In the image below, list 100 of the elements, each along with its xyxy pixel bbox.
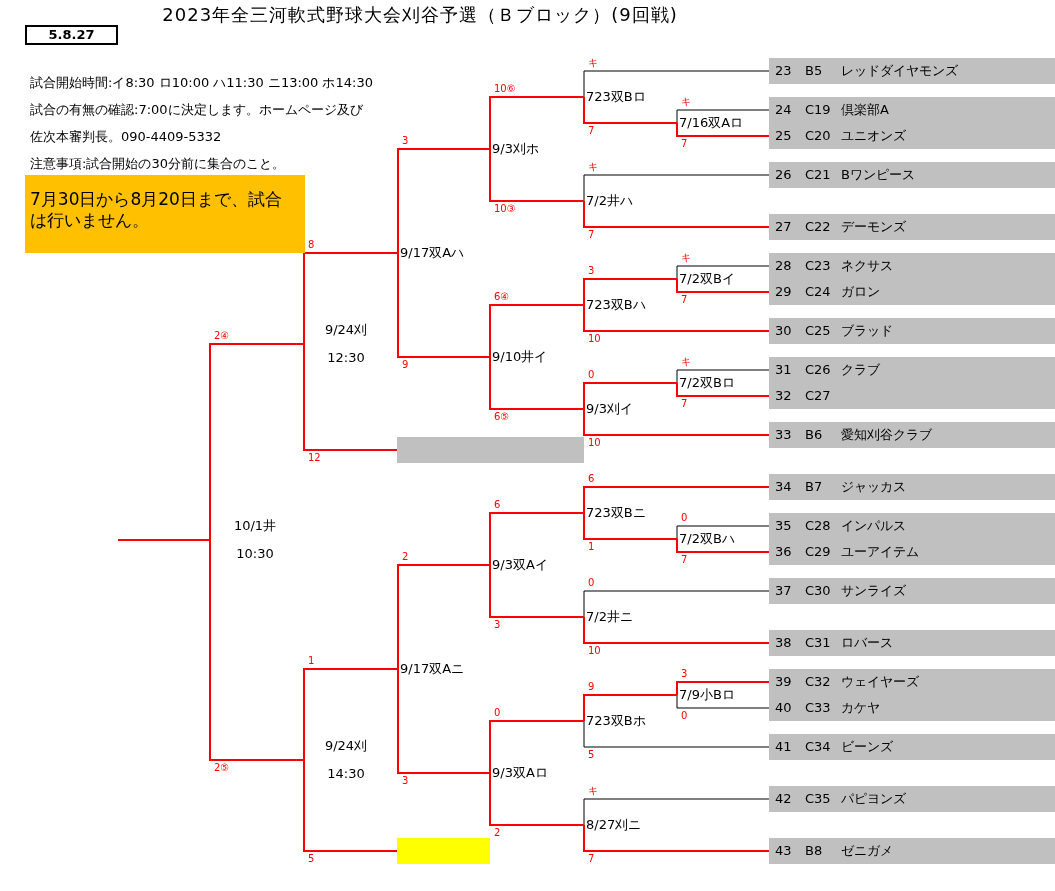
entry-number: 43 bbox=[775, 842, 792, 860]
title: 2023年全三河軟式野球大会刈谷予選（Ｂブロック）(9回戦) bbox=[161, 3, 679, 27]
score-label: 10③ bbox=[493, 204, 517, 214]
match-label: 7/2井ニ bbox=[584, 608, 633, 626]
team-name: サンライズ bbox=[841, 582, 906, 600]
entry-number: 28 bbox=[775, 257, 792, 275]
team-row bbox=[769, 123, 1055, 149]
team-name: 倶楽部A bbox=[841, 101, 889, 119]
match-label: 7/2双Bロ bbox=[677, 374, 735, 392]
score-label: 3 bbox=[493, 620, 502, 630]
match-label: 7/2双Bイ bbox=[677, 270, 735, 288]
score-label: キ bbox=[587, 162, 599, 172]
team-row bbox=[769, 253, 1055, 279]
team-code: C35 bbox=[805, 790, 831, 808]
team-name: デーモンズ bbox=[841, 218, 906, 236]
score-label: 9 bbox=[401, 360, 410, 370]
score-label: 7 bbox=[680, 139, 689, 149]
team-code: B7 bbox=[805, 478, 823, 496]
match-label: 723双Bニ bbox=[584, 504, 646, 522]
match-label: 7/2双Bハ bbox=[677, 530, 735, 548]
team-row bbox=[769, 539, 1055, 565]
team-row bbox=[769, 630, 1055, 656]
match-date: 9/24刈 bbox=[323, 737, 369, 755]
bracket-line bbox=[209, 539, 305, 761]
team-name: Bワンピース bbox=[841, 166, 915, 184]
score-label: 2④ bbox=[213, 331, 231, 341]
team-row bbox=[769, 695, 1055, 721]
team-code: C31 bbox=[805, 634, 831, 652]
score-label: 3 bbox=[401, 776, 410, 786]
entry-number: 37 bbox=[775, 582, 792, 600]
score-label: キ bbox=[587, 58, 599, 68]
team-row bbox=[769, 422, 1055, 448]
bracket-line bbox=[489, 564, 585, 618]
score-label: 3 bbox=[401, 136, 410, 146]
bracket-line bbox=[583, 200, 770, 228]
score-label: 10 bbox=[587, 646, 602, 656]
team-name: インパルス bbox=[841, 517, 906, 535]
team-box bbox=[397, 838, 490, 864]
bracket-line bbox=[583, 486, 770, 514]
team-row bbox=[769, 318, 1055, 344]
bracket-line bbox=[489, 304, 585, 358]
match-label: 9/3双Aロ bbox=[490, 764, 548, 782]
match-label: 9/3刈ホ bbox=[490, 140, 539, 158]
team-row bbox=[769, 513, 1055, 539]
bracket-line bbox=[676, 694, 770, 709]
bracket-line bbox=[583, 590, 770, 618]
score-label: 9 bbox=[587, 682, 596, 692]
entry-number: 41 bbox=[775, 738, 792, 756]
bracket-line bbox=[676, 382, 770, 397]
team-name: ゼニガメ bbox=[841, 842, 893, 860]
score-label: 1 bbox=[587, 542, 596, 552]
entry-number: 31 bbox=[775, 361, 792, 379]
team-name: クラブ bbox=[841, 361, 880, 379]
entry-number: 42 bbox=[775, 790, 792, 808]
score-label: キ bbox=[680, 357, 692, 367]
date-box: 5.8.27 bbox=[25, 25, 118, 45]
score-label: 8 bbox=[307, 240, 316, 250]
bracket-line bbox=[489, 148, 585, 202]
team-row bbox=[769, 214, 1055, 240]
team-code: C32 bbox=[805, 673, 831, 691]
team-code: C30 bbox=[805, 582, 831, 600]
score-label: 7 bbox=[680, 295, 689, 305]
bracket-line bbox=[397, 252, 491, 358]
bracket-line bbox=[117, 539, 211, 541]
score-label: 10 bbox=[587, 438, 602, 448]
match-label: 9/3刈イ bbox=[584, 400, 633, 418]
score-label: 5 bbox=[587, 750, 596, 760]
match-date: 10/1井 bbox=[232, 517, 278, 535]
bracket-line bbox=[676, 265, 770, 280]
team-row bbox=[769, 162, 1055, 188]
score-label: 0 bbox=[680, 513, 689, 523]
match-label: 9/17双Aハ bbox=[398, 244, 465, 262]
score-label: 0 bbox=[680, 711, 689, 721]
team-code: C19 bbox=[805, 101, 831, 119]
note-text: 試合の有無の確認:7:00に決定します。ホームページ及び bbox=[30, 102, 363, 118]
bracket-line bbox=[397, 668, 491, 774]
team-name: ブラッド bbox=[841, 322, 893, 340]
match-label: 723双Bロ bbox=[584, 88, 646, 106]
score-label: 3 bbox=[587, 266, 596, 276]
team-row bbox=[769, 669, 1055, 695]
team-row bbox=[769, 97, 1055, 123]
team-name: パピヨンズ bbox=[841, 790, 906, 808]
entry-number: 29 bbox=[775, 283, 792, 301]
team-name: ビーンズ bbox=[841, 738, 893, 756]
score-label: キ bbox=[680, 97, 692, 107]
bracket-line bbox=[583, 616, 770, 644]
match-label: 7/2井ハ bbox=[584, 192, 633, 210]
team-code: B6 bbox=[805, 426, 823, 444]
team-row bbox=[769, 58, 1055, 84]
bracket-line bbox=[583, 512, 678, 540]
team-row bbox=[769, 474, 1055, 500]
bracket-line bbox=[303, 668, 399, 761]
score-label: 10⑥ bbox=[493, 84, 517, 94]
team-code: C23 bbox=[805, 257, 831, 275]
bracket-line bbox=[583, 96, 678, 124]
bracket-line bbox=[583, 694, 678, 722]
team-row bbox=[769, 578, 1055, 604]
match-label: 7/16双Aロ bbox=[677, 114, 744, 132]
score-label: 7 bbox=[680, 555, 689, 565]
entry-number: 26 bbox=[775, 166, 792, 184]
